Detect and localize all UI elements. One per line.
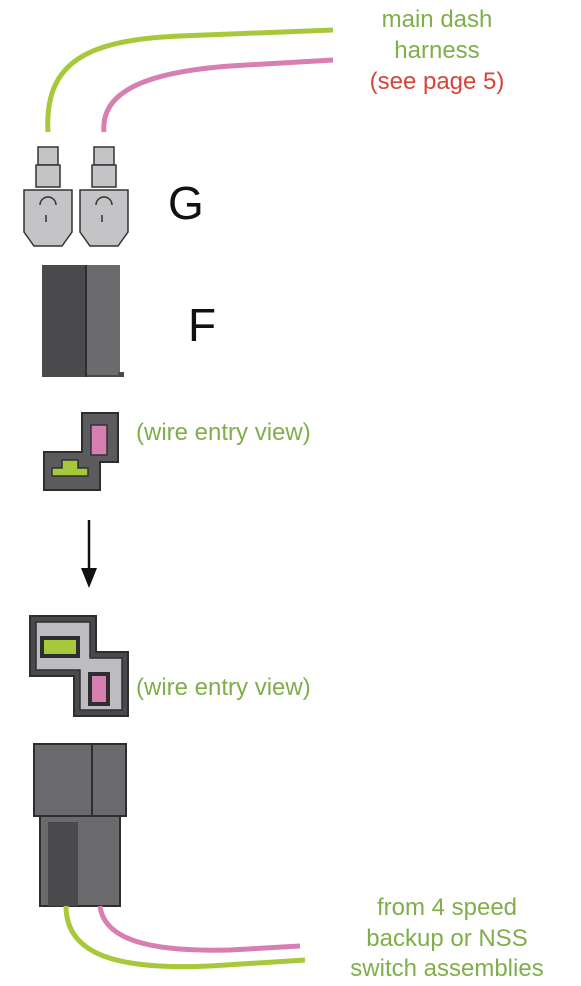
connector-f xyxy=(42,265,124,377)
connector-bottom xyxy=(33,743,127,907)
arrow-down-icon xyxy=(81,520,97,588)
bottom-label-line2: backup or NSS xyxy=(366,925,528,952)
terminal-left xyxy=(23,146,73,247)
letter-g: G xyxy=(168,177,204,229)
top-pink-wire xyxy=(101,57,334,133)
top-label-line1: main dash xyxy=(381,6,493,33)
bottom-label-line3: switch assemblies xyxy=(350,955,544,982)
wire-entry-label-top: (wire entry view) xyxy=(136,419,311,446)
bottom-label-line1: from 4 speed xyxy=(376,894,518,921)
bottom-green-wire xyxy=(63,905,306,970)
top-label-line2: harness xyxy=(394,37,480,64)
letter-f: F xyxy=(188,299,217,351)
terminal-right xyxy=(79,146,129,247)
wire-entry-label-bottom: (wire entry view) xyxy=(136,674,311,701)
bottom-pink-wire xyxy=(97,905,301,953)
top-green-wire xyxy=(45,27,334,133)
wire-entry-view-top xyxy=(43,412,119,491)
top-label-line3: (see page 5) xyxy=(369,68,505,95)
wire-entry-view-bottom xyxy=(29,615,129,717)
